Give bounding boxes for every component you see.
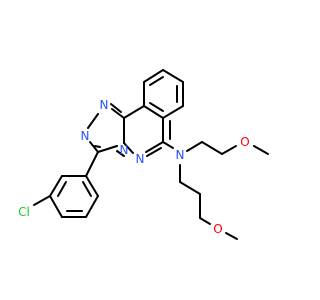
chlorophenyl-ring [33,151,99,218]
bond [162,105,184,119]
bond [123,105,145,119]
double-bond-outer [110,103,122,113]
atom-labels: Cl N N N N N O O [18,98,250,236]
molecule-diagram: Cl N N N N N O O [18,69,269,240]
double-bond-inner [82,181,92,197]
nitrogen-atom-triazole-left: N [81,129,90,143]
bond [225,232,238,240]
bond [33,195,51,206]
bond [221,145,237,155]
bond [145,141,164,153]
double-bond-inner [149,102,164,112]
bond [253,145,269,155]
benzo-ring [143,69,184,119]
bond [162,141,174,149]
bond [116,150,125,157]
double-bond-inner [149,76,164,86]
nitrogen-atom-phthalazine: N [136,152,145,166]
nitrogen-atom-amine: N [176,148,185,162]
bond [89,141,99,153]
double-bond-outer [146,147,162,157]
bond [49,175,63,197]
bond [85,195,99,218]
bond [199,217,211,225]
double-bond-inner [57,181,67,197]
methoxyethyl-chain-upper [186,141,269,155]
bond [49,195,63,218]
double-bond-inner [94,145,101,148]
bond [179,181,201,195]
chlorine-atom: Cl [18,205,30,219]
bond [123,142,134,154]
bond [85,151,99,177]
bond [97,145,118,153]
oxygen-atom-upper: O [240,135,249,149]
bond [201,141,223,155]
nitrogen-atom-bridge: N [120,143,129,157]
structure-drawing: Cl N N N N N O O [18,69,269,240]
bond [162,69,184,83]
methoxyethyl-chain-lower [179,164,238,240]
pyridazine-ring [123,105,171,157]
bond [186,141,203,152]
bond [143,105,164,119]
oxygen-atom-lower: O [213,222,222,236]
bond [111,108,125,119]
nitrogen-atom-triazole-top: N [100,98,109,112]
bond [87,113,99,129]
bond [85,175,99,197]
bond [143,69,164,83]
triazole-ring [87,103,125,153]
